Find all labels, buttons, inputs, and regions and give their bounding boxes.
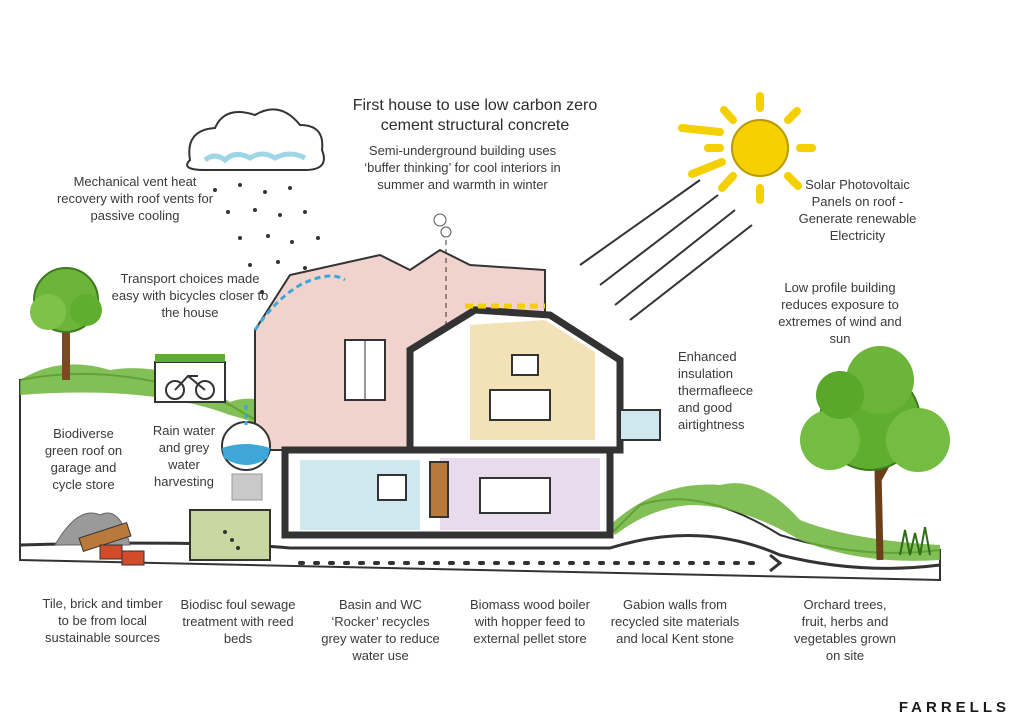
brick-pile-icon [78,521,145,566]
label-solar-pv: Solar Photovoltaic Panels on roof - Gene… [798,177,917,243]
label-biomass: Biomass wood boiler with hopper feed to … [470,597,590,646]
tree-icon [30,267,102,380]
label-low-profile: Low profile building reduces exposure to… [778,280,902,346]
bicycle-icon [154,354,226,403]
arrow-icon [298,553,783,573]
label-gabion: Gabion walls from recycled site material… [610,597,740,646]
label-semi-underground: Semi-underground building uses ‘buffer t… [364,143,561,192]
water-tank-icon [221,405,271,501]
cloud-icon [186,108,325,171]
reed-bed-icon [189,509,271,561]
label-biodisc: Biodisc foul sewage treatment with reed … [180,597,296,646]
label-rain-water: Rain water and grey water harvesting [152,423,216,489]
label-orchard: Orchard trees, fruit, herbs and vegetabl… [794,597,896,663]
label-insulation: Enhanced insulation thermafleece and goo… [678,349,754,432]
main-title: First house to use low carbon zero cemen… [352,97,598,134]
label-green-roof: Biodiverse green roof on garage and cycl… [44,426,123,492]
orchard-tree-icon [800,346,950,561]
brand-logo: FARRELLS [898,699,1010,716]
label-transport: Transport choices made easy with bicycle… [111,271,269,320]
label-basin-wc: Basin and WC ‘Rocker’ recycles grey wate… [321,597,440,663]
label-mechanical-vent: Mechanical vent heat recovery with roof … [56,174,214,223]
sun-icon [579,92,816,321]
house-icon [253,213,661,539]
label-tile-brick: Tile, brick and timber to be from local … [42,596,163,645]
